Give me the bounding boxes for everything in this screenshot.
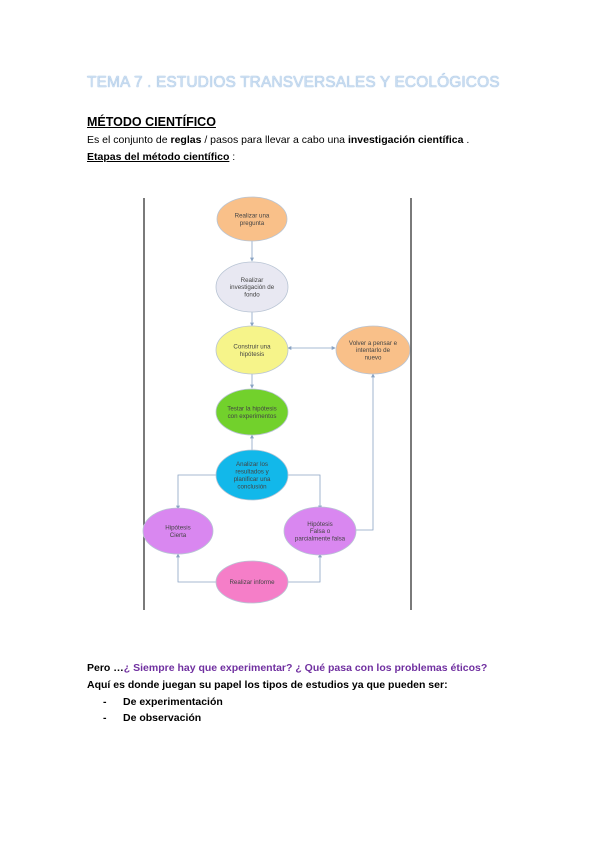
definition-investigacion: investigación científica: [347, 134, 464, 146]
study-types-list: - De experimentación - De observación: [103, 696, 223, 728]
node-pregunta-shape: [216, 196, 288, 242]
node-testar-label: con experimentos: [228, 413, 277, 420]
question-highlight: ¿ Siempre hay que experimentar? ¿ Qué pa…: [123, 662, 488, 674]
node-volver-shape: [335, 325, 411, 375]
node-pregunta-label: Realizar una: [235, 213, 270, 220]
list-item: - De observación: [103, 712, 223, 728]
node-informe-label: Realizar informe: [229, 579, 275, 586]
node-hipotesis-label: hipótesis: [240, 351, 264, 358]
etapas-suffix: :: [229, 151, 236, 163]
definition-text-3: .: [463, 134, 470, 146]
node-falsa-label: Hipótesis: [307, 521, 332, 528]
node-volver-label: nuevo: [365, 355, 382, 362]
node-volver-label: intentarlo de: [356, 347, 391, 354]
node-investigacion-label: fondo: [244, 292, 260, 299]
node-falsa-label: Falsa o: [310, 528, 331, 535]
bullet-dash: -: [103, 712, 107, 724]
node-falsa-shape: [283, 506, 357, 556]
etapas-line: Etapas del método científico :: [87, 151, 235, 163]
node-analizar-label: resultados y: [235, 469, 269, 476]
node-analizar-label: planificar una: [234, 476, 271, 483]
node-hipotesis-label: Construir una: [233, 344, 271, 351]
node-hipotesis-shape: [215, 325, 289, 375]
node-pregunta-label: pregunta: [240, 220, 265, 227]
node-testar-shape: [215, 388, 289, 436]
bullet-dash: -: [103, 696, 107, 708]
node-informe: Realizar informe: [215, 560, 289, 604]
question-line: Pero …¿ Siempre hay que experimentar? ¿ …: [87, 662, 487, 674]
node-informe-shape: [215, 560, 289, 604]
connector-analizar-falsa: [283, 473, 322, 510]
node-investigacion-label: Realizar: [241, 277, 264, 284]
definition-paragraph: Es el conjunto de reglas / pasos para ll…: [87, 134, 469, 146]
node-testar-label: Testar la hipótesis: [227, 406, 277, 413]
connector-falsa-informe: [288, 553, 322, 583]
list-item-text: De observación: [123, 712, 202, 724]
definition-reglas: reglas: [170, 134, 202, 146]
etapas-label: Etapas del método científico: [87, 151, 230, 163]
list-item: - De experimentación: [103, 696, 223, 712]
node-falsa-label: parcialmente falsa: [295, 536, 346, 543]
node-analizar-label: Analizar los: [236, 461, 268, 468]
list-item-text: De experimentación: [123, 696, 223, 708]
node-volver-label: Volver a pensar e: [349, 340, 398, 347]
node-investigacion-shape: [215, 261, 289, 313]
node-analizar-label: conclusión: [237, 483, 267, 490]
section-heading: MÉTODO CIENTÍFICO: [87, 115, 216, 129]
question-prefix: Pero …: [87, 662, 124, 674]
intro-line: Aquí es donde juegan su papel los tipos …: [87, 679, 448, 691]
page-title: TEMA 7 . ESTUDIOS TRANSVERSALES Y ECOLÓG…: [87, 74, 500, 91]
definition-text-1: Es el conjunto de: [87, 134, 171, 146]
node-cierta-label: Hipótesis: [165, 525, 190, 532]
node-cierta-shape: [142, 507, 214, 555]
connector-analizar-cierta: [176, 473, 221, 510]
node-analizar-shape: [215, 449, 289, 501]
scientific-method-flowchart: Realizar unapreguntaRealizarinvestigació…: [142, 196, 412, 610]
definition-text-2: / pasos para llevar a cabo una: [201, 134, 348, 146]
connector-cierta-informe: [176, 553, 216, 583]
connector-falsa-volver: [318, 373, 375, 531]
node-investigacion-label: investigación de: [230, 284, 275, 291]
node-cierta-label: Cierta: [170, 532, 187, 539]
